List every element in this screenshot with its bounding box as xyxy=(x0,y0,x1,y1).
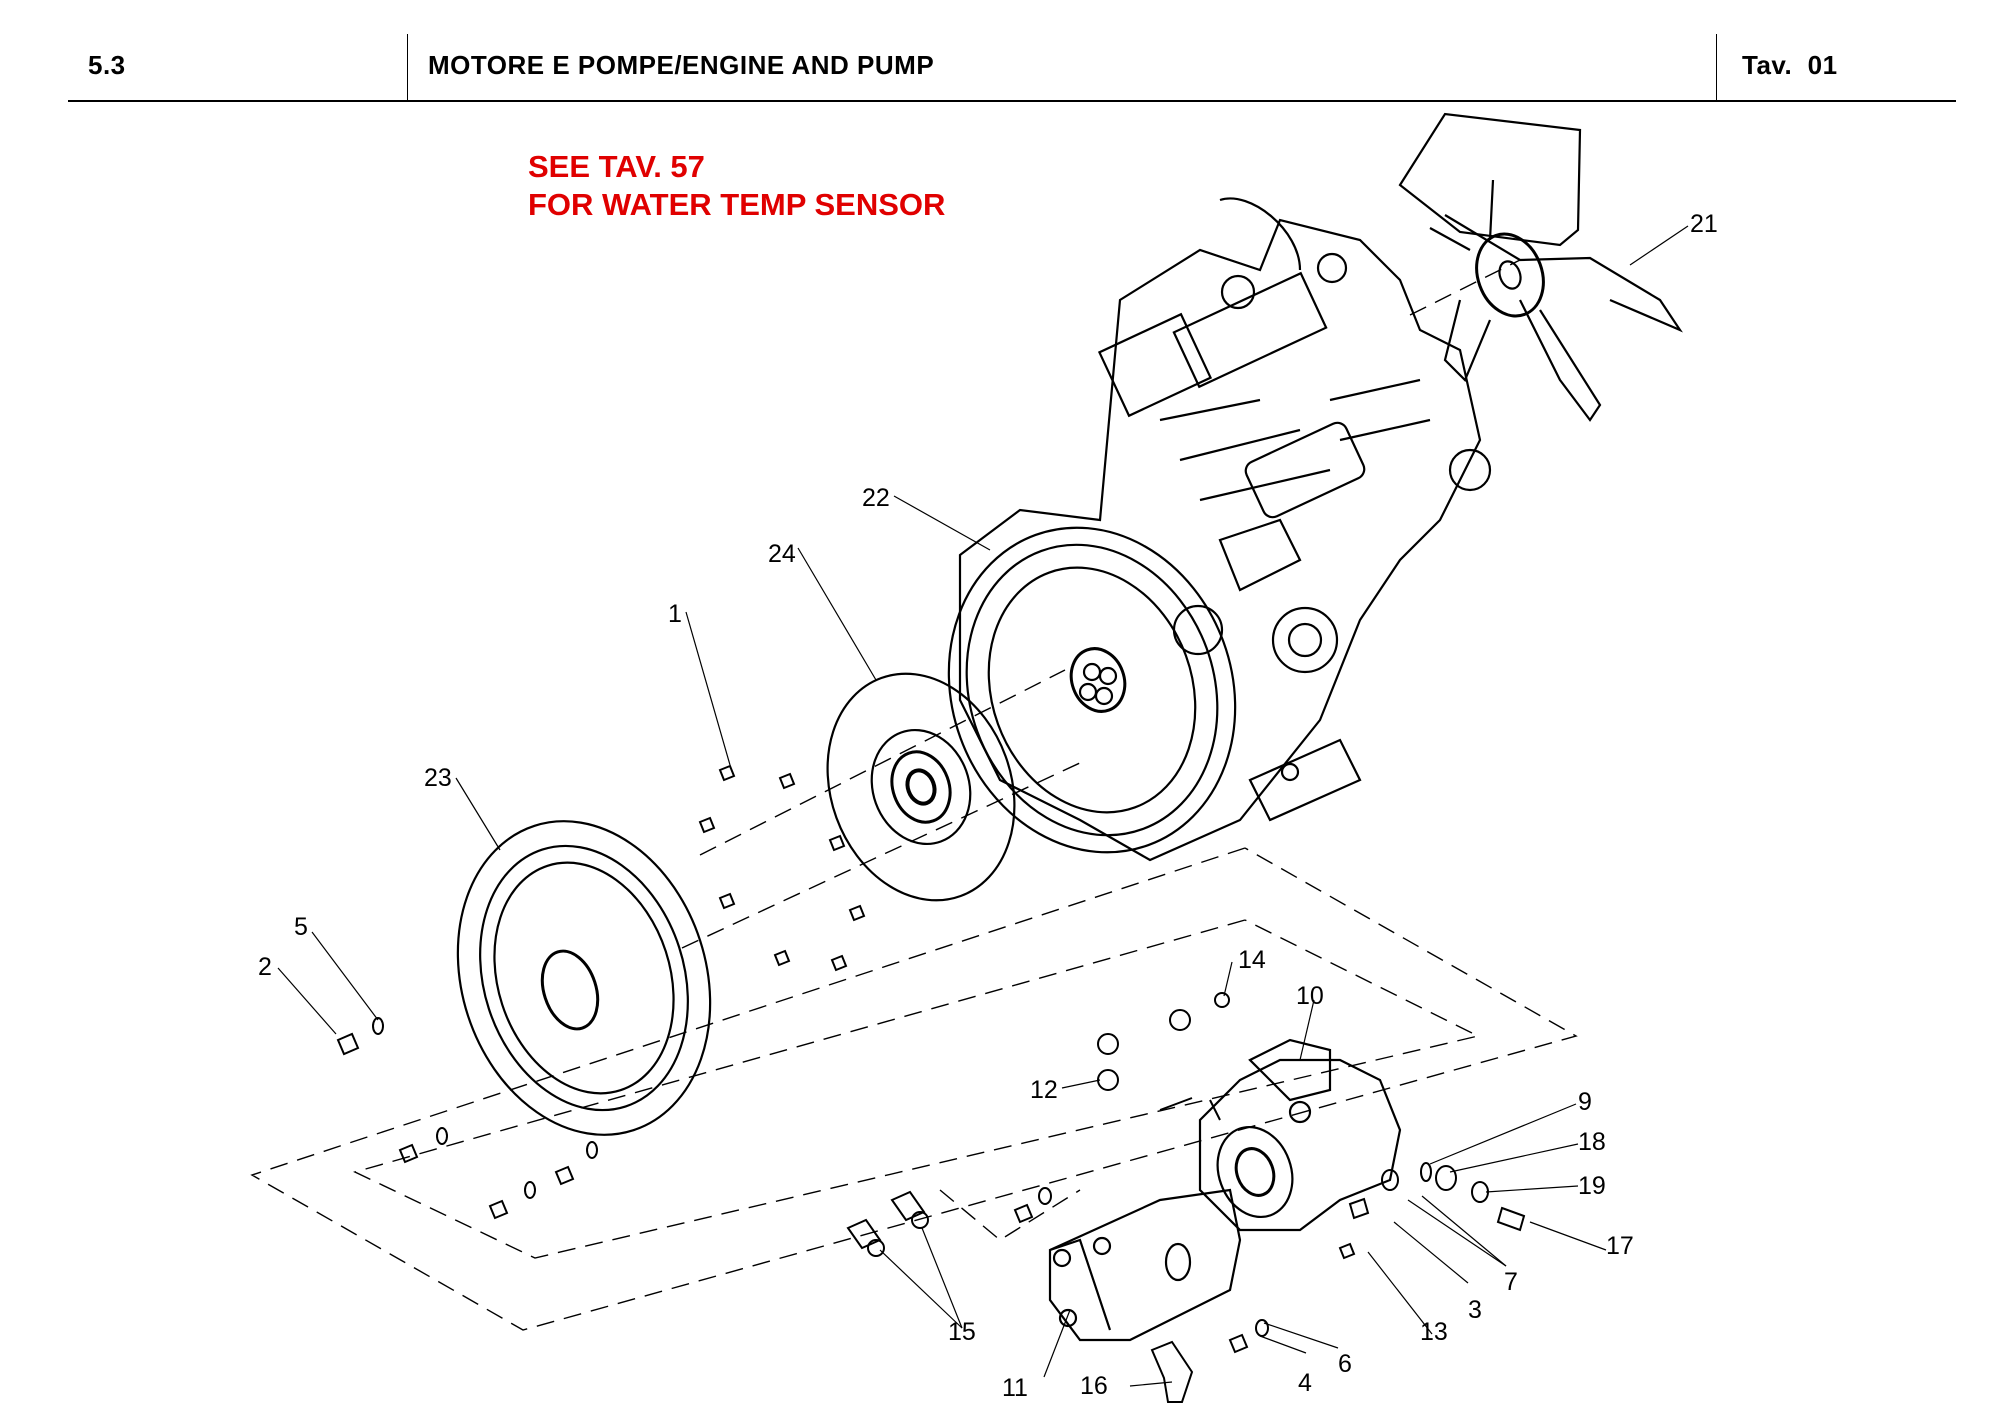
callout-17: 17 xyxy=(1606,1232,1634,1260)
header-divider xyxy=(407,34,408,100)
bolts xyxy=(336,764,1269,1354)
auxiliary-gear-pump xyxy=(1048,1188,1242,1342)
table-reference: Tav. 01 xyxy=(1742,50,1838,80)
note-line-2: FOR WATER TEMP SENSOR xyxy=(528,187,946,222)
cross-reference-note: SEE TAV. 57 FOR WATER TEMP SENSOR xyxy=(528,148,945,224)
callout-12: 12 xyxy=(1030,1076,1058,1104)
assembly-dash-lines xyxy=(250,259,1578,1331)
flexible-coupling xyxy=(826,672,1016,902)
callout-9: 9 xyxy=(1578,1088,1592,1116)
callout-11: 11 xyxy=(1002,1374,1028,1402)
callout-5: 5 xyxy=(294,913,308,941)
callout-6: 6 xyxy=(1338,1350,1352,1378)
callout-7: 7 xyxy=(1504,1268,1518,1296)
callout-16: 16 xyxy=(1080,1372,1108,1400)
callout-22: 22 xyxy=(862,484,890,512)
header-rule xyxy=(68,100,1956,102)
callout-18: 18 xyxy=(1578,1128,1606,1156)
callout-23: 23 xyxy=(424,764,452,792)
callout-labels: 1 2 3 4 5 6 7 9 10 11 12 13 14 15 16 17 … xyxy=(258,210,1718,1402)
callout-4: 4 xyxy=(1298,1369,1312,1397)
callout-19: 19 xyxy=(1578,1172,1606,1200)
leader-lines xyxy=(277,225,1689,1387)
callout-21: 21 xyxy=(1690,210,1718,238)
callout-24: 24 xyxy=(768,540,796,568)
page-title: MOTORE E POMPE/ENGINE AND PUMP xyxy=(428,50,935,80)
page-header: 5.3 MOTORE E POMPE/ENGINE AND PUMP Tav. … xyxy=(0,0,2000,102)
fittings xyxy=(846,992,1526,1403)
callout-10: 10 xyxy=(1296,982,1324,1010)
adapter-plate xyxy=(456,820,712,1136)
section-number: 5.3 xyxy=(88,50,126,80)
main-pump xyxy=(1198,1038,1402,1232)
callout-1: 1 xyxy=(668,600,682,628)
callout-13: 13 xyxy=(1420,1318,1448,1346)
callout-2: 2 xyxy=(258,953,272,981)
callout-15: 15 xyxy=(948,1318,976,1346)
callout-14: 14 xyxy=(1238,946,1266,974)
header-divider xyxy=(1716,34,1717,100)
note-line-1: SEE TAV. 57 xyxy=(528,149,705,184)
engine-assembly xyxy=(947,197,1492,862)
callout-3: 3 xyxy=(1468,1296,1482,1324)
cooling-fan xyxy=(1398,112,1683,422)
